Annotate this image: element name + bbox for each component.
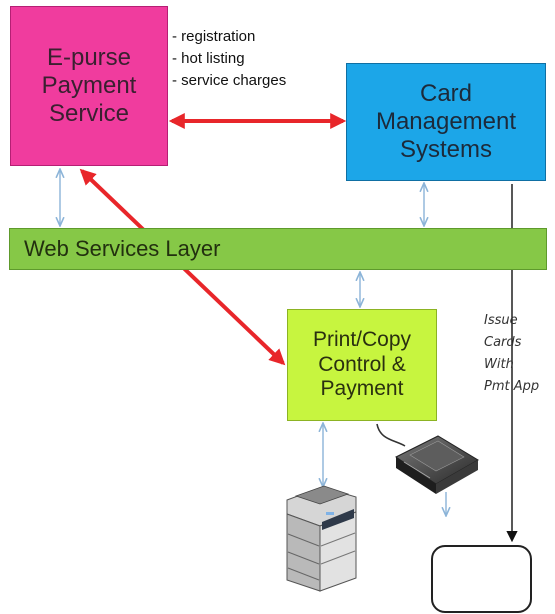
- print-control-label: Print/Copy Control & Payment: [312, 327, 412, 401]
- card-reader-icon: [395, 435, 479, 494]
- feature-note: - registration: [172, 28, 256, 45]
- cms-label: Card Management Systems: [375, 79, 517, 164]
- epurse-label: E-purse Payment Service: [41, 43, 137, 128]
- printer-copier-icon: [286, 485, 357, 592]
- reader-cable: [376, 423, 406, 447]
- feature-note: - hot listing: [172, 50, 245, 67]
- card-management-systems-box: Card Management Systems: [346, 63, 546, 181]
- web-services-label: Web Services Layer: [24, 236, 221, 262]
- epurse-payment-service-box: E-purse Payment Service: [10, 6, 168, 166]
- feature-note: - service charges: [172, 72, 287, 89]
- print-copy-control-box: Print/Copy Control & Payment: [287, 309, 437, 421]
- web-services-layer-bar: Web Services Layer: [9, 228, 547, 270]
- issue-cards-label: Issue Cards With Pmt App: [484, 313, 540, 394]
- card-terminal-icon: [431, 545, 532, 613]
- epurse-features-list: - registration - hot listing - service c…: [172, 26, 286, 92]
